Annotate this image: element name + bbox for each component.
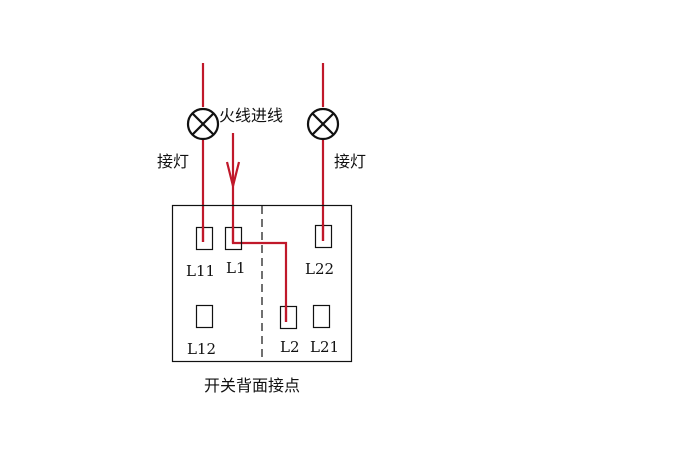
lamp-left-label: 接灯 <box>157 152 189 171</box>
switch-body <box>171 204 353 363</box>
terminal-label-L11: L11 <box>186 262 215 280</box>
terminal-label-L1: L1 <box>226 259 246 277</box>
terminal-L11 <box>195 226 214 251</box>
arrow-down-icon <box>225 161 241 187</box>
terminal-label-L12: L12 <box>187 340 216 358</box>
terminal-L12 <box>195 304 214 329</box>
wire-ends <box>201 224 325 322</box>
terminal-label-L2: L2 <box>280 338 300 356</box>
lamp-right-label: 接灯 <box>334 152 366 171</box>
terminal-L21 <box>312 304 331 329</box>
diagram-title: 开关背面接点 <box>204 376 300 395</box>
live-in-label: 火线进线 <box>219 106 283 125</box>
terminals <box>195 224 333 330</box>
lamp-right-icon <box>306 107 340 141</box>
wire-live-in-to-L1-to-L2 <box>231 133 288 322</box>
terminal-label-L22: L22 <box>305 260 334 278</box>
terminal-label-L21: L21 <box>310 338 339 356</box>
lamp-left-icon <box>186 107 220 141</box>
terminal-L2 <box>279 305 298 330</box>
wires <box>201 63 325 322</box>
